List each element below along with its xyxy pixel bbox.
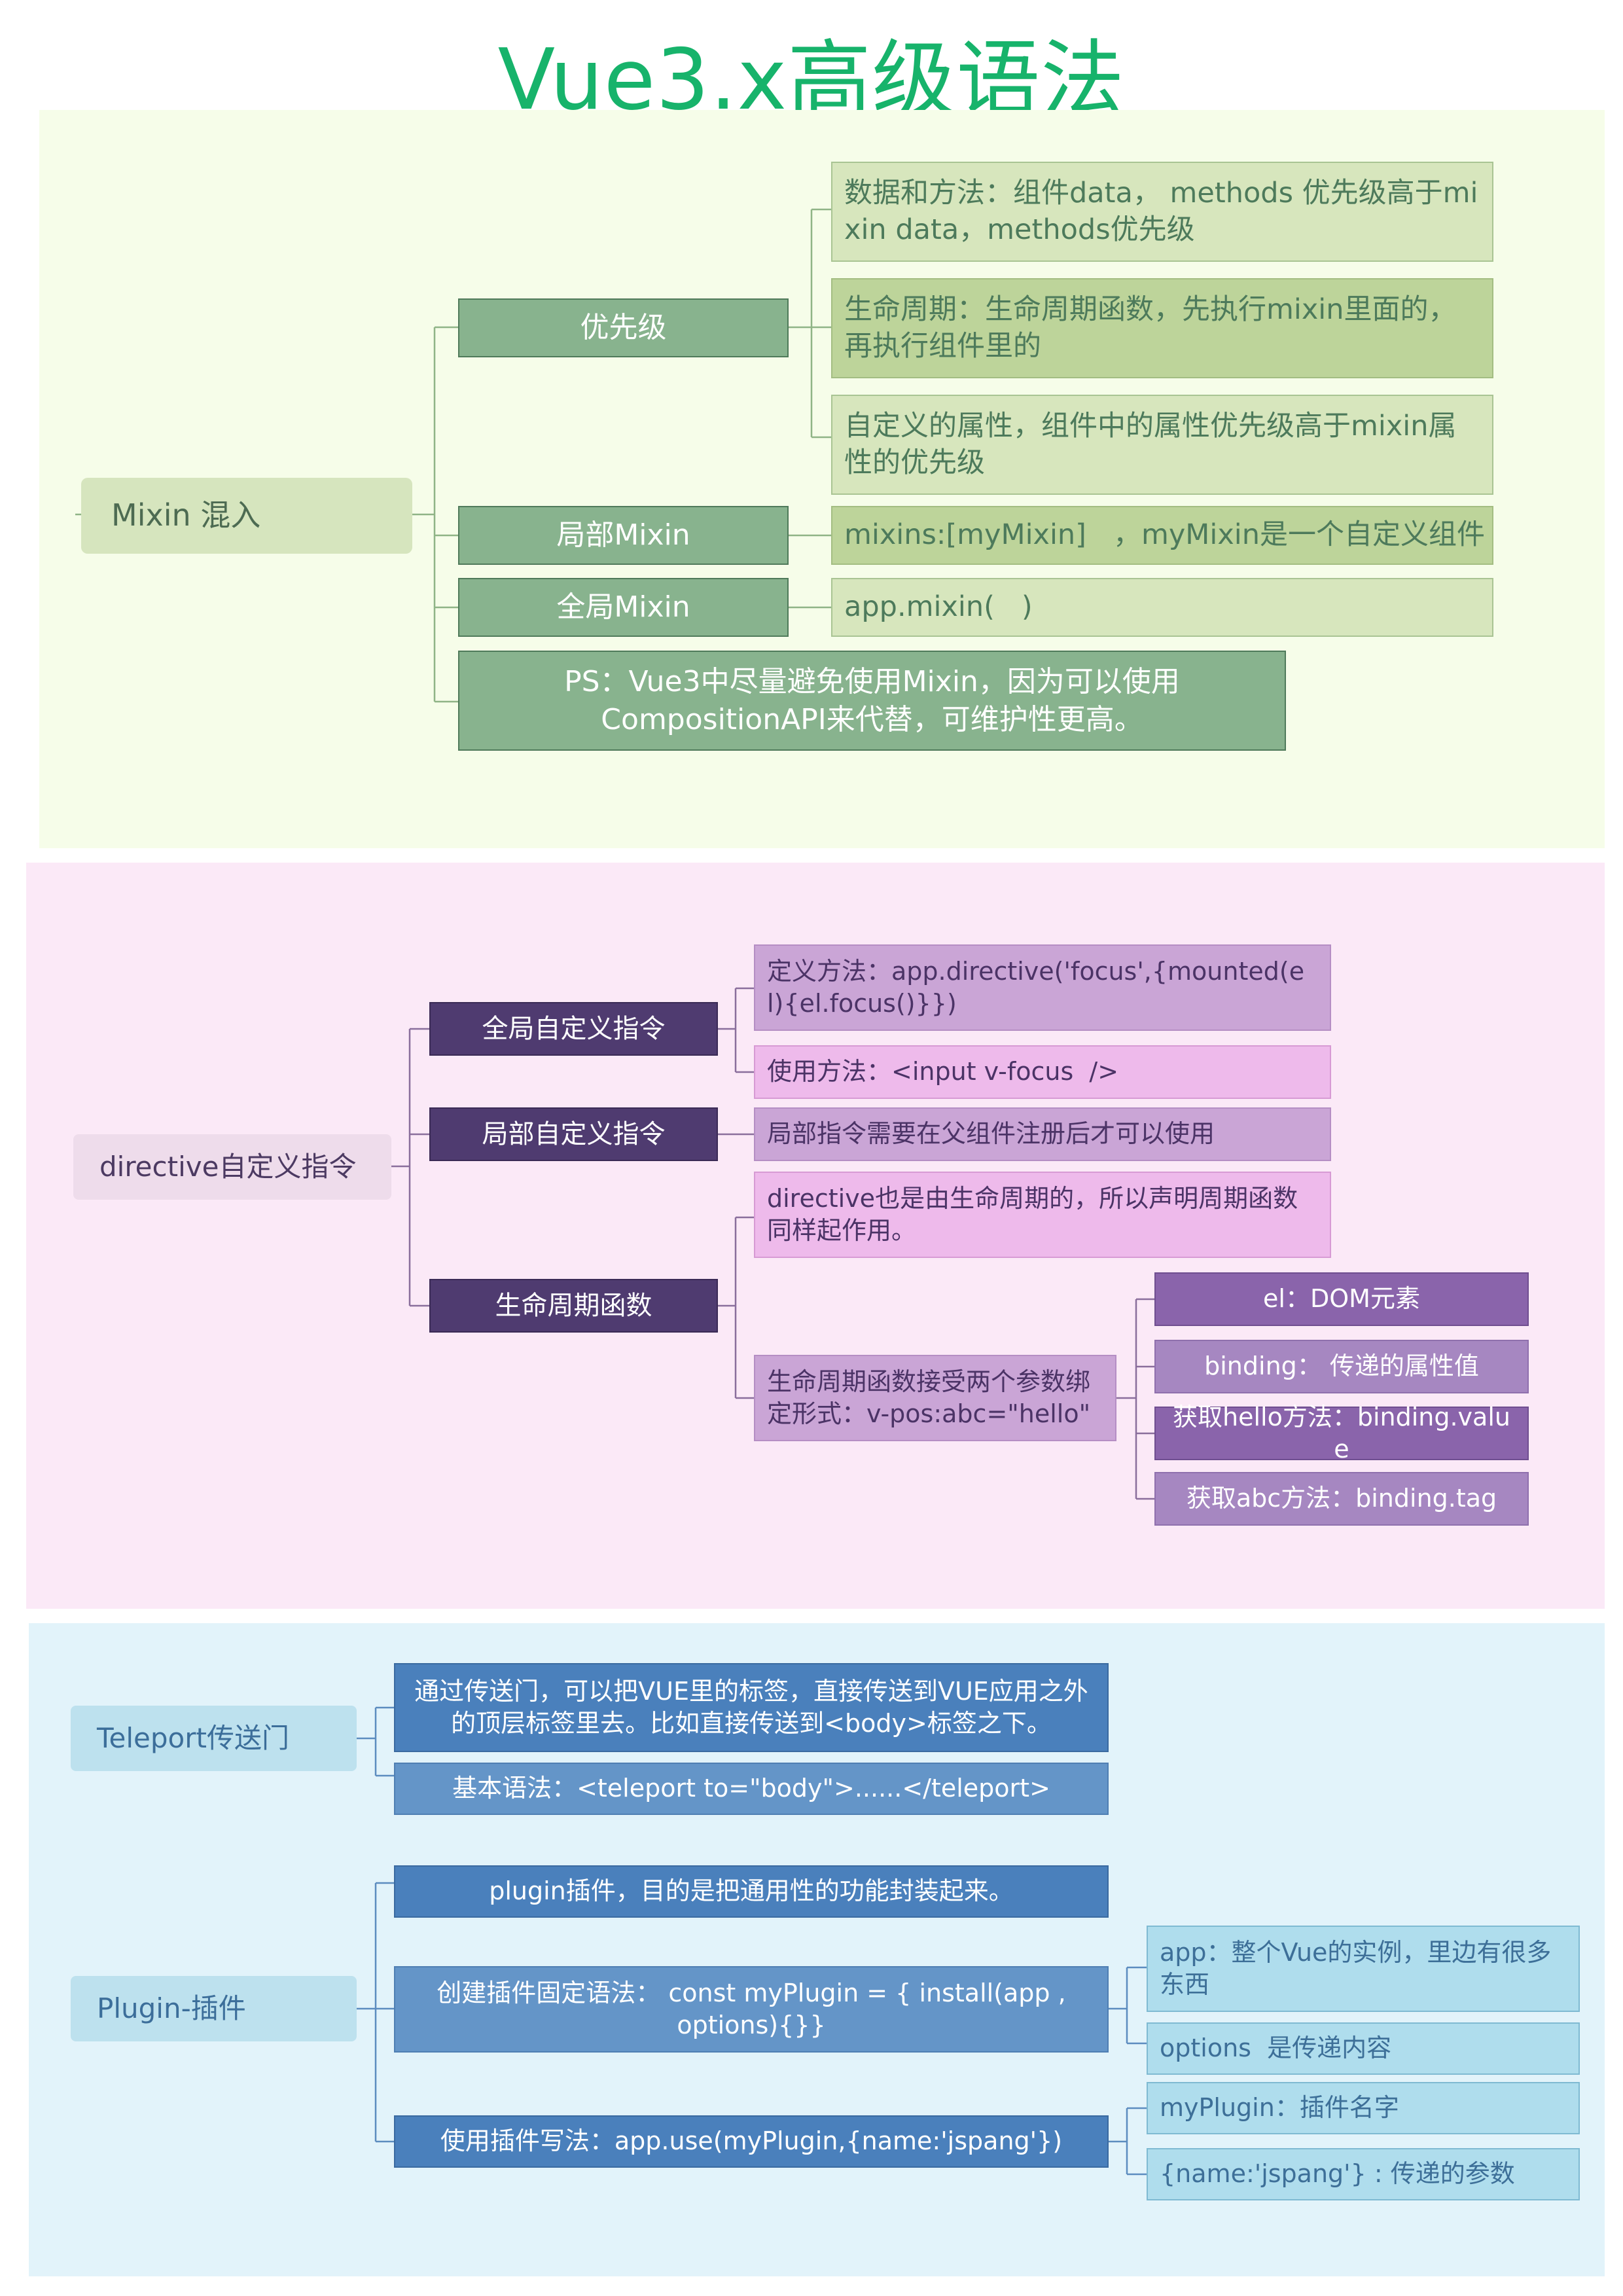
- directive-use-text: 使用方法：<input v-focus />: [767, 1057, 1119, 1086]
- directive-local-desc-node: 局部指令需要在父组件注册后才可以使用: [754, 1107, 1331, 1161]
- mixin-global-label: 全局Mixin: [556, 590, 690, 624]
- mixin-local-desc-text: mixins:[myMixin] ，myMixin是一个自定义组件: [844, 518, 1485, 552]
- mixin-global-desc-text: app.mixin( ): [844, 590, 1033, 624]
- mixin-priority-label: 优先级: [580, 311, 667, 345]
- teleport-syntax-node: 基本语法：<teleport to="body">......</telepor…: [394, 1763, 1109, 1815]
- plugin-options-text: options 是传递内容: [1160, 2034, 1392, 2063]
- plugin-name-node: myPlugin：插件名字: [1147, 2082, 1580, 2134]
- plugin-params-node: {name:'jspang'} : 传递的参数: [1147, 2148, 1580, 2200]
- directive-param-binding-node: binding： 传递的属性值: [1154, 1340, 1529, 1393]
- teleport-syntax-text: 基本语法：<teleport to="body">......</telepor…: [452, 1774, 1050, 1803]
- directive-lifecycle-node: 生命周期函数: [429, 1279, 718, 1333]
- mixin-global-node: 全局Mixin: [458, 578, 789, 637]
- directive-param-el-text: el：DOM元素: [1263, 1284, 1420, 1314]
- plugin-purpose-text: plugin插件，目的是把通用性的功能封装起来。: [489, 1876, 1014, 1906]
- mixin-global-desc-node: app.mixin( ): [831, 578, 1493, 637]
- directive-lifecycle-note-node: directive也是由生命周期的，所以声明周期函数同样起作用。: [754, 1172, 1331, 1258]
- plugin-app-text: app：整个Vue的实例，里边有很多东西: [1160, 1937, 1552, 1999]
- plugin-usage-text: 使用插件写法：app.use(myPlugin,{name:'jspang'}): [440, 2126, 1063, 2156]
- directive-param-tag-node: 获取abc方法：binding.tag: [1154, 1472, 1529, 1526]
- directive-global-label: 全局自定义指令: [482, 1014, 666, 1044]
- mixin-priority-node: 优先级: [458, 298, 789, 357]
- mixin-priority-attr-text: 自定义的属性，组件中的属性优先级高于mixin属性的优先级: [844, 409, 1457, 479]
- directive-local-desc-text: 局部指令需要在父组件注册后才可以使用: [767, 1119, 1215, 1149]
- plugin-params-text: {name:'jspang'} : 传递的参数: [1160, 2159, 1515, 2189]
- directive-lifecycle-label: 生命周期函数: [495, 1291, 652, 1321]
- plugin-syntax-node: 创建插件固定语法： const myPlugin = { install(app…: [394, 1966, 1109, 2053]
- directive-root-label: directive自定义指令: [99, 1150, 357, 1183]
- plugin-root-label: Plugin-插件: [97, 1992, 246, 2024]
- directive-lifecycle-note-text: directive也是由生命周期的，所以声明周期函数同样起作用。: [767, 1183, 1298, 1245]
- directive-root-node: directive自定义指令: [73, 1134, 391, 1200]
- teleport-root-node: Teleport传送门: [71, 1706, 357, 1771]
- directive-param-value-node: 获取hello方法：binding.value: [1154, 1403, 1529, 1463]
- mixin-ps-node: PS：Vue3中尽量避免使用Mixin，因为可以使用CompositionAPI…: [458, 651, 1286, 751]
- mixin-priority-lifecycle-node: 生命周期：生命周期函数，先执行mixin里面的，再执行组件里的: [831, 278, 1493, 378]
- mixin-root-node: Mixin 混入: [81, 478, 412, 554]
- directive-define-text: 定义方法：app.directive('focus',{mounted(el){…: [767, 956, 1305, 1018]
- mixin-ps-text: PS：Vue3中尽量避免使用Mixin，因为可以使用CompositionAPI…: [564, 665, 1180, 736]
- plugin-syntax-text: 创建插件固定语法： const myPlugin = { install(app…: [437, 1978, 1066, 2039]
- mixin-local-label: 局部Mixin: [556, 518, 690, 552]
- directive-param-binding-text: binding： 传递的属性值: [1204, 1352, 1479, 1381]
- mixin-priority-attr-node: 自定义的属性，组件中的属性优先级高于mixin属性的优先级: [831, 395, 1493, 495]
- plugin-usage-node: 使用插件写法：app.use(myPlugin,{name:'jspang'}): [394, 2115, 1109, 2168]
- mixin-root-label: Mixin 混入: [111, 497, 261, 533]
- plugin-app-node: app：整个Vue的实例，里边有很多东西: [1147, 1926, 1580, 2012]
- directive-param-value-text: 获取hello方法：binding.value: [1173, 1402, 1510, 1463]
- teleport-desc-text: 通过传送门，可以把VUE里的标签，直接传送到VUE应用之外的顶层标签里去。比如直…: [414, 1676, 1088, 1738]
- mixin-local-node: 局部Mixin: [458, 506, 789, 565]
- mixin-priority-data-node: 数据和方法：组件data， methods 优先级高于mixin data，me…: [831, 162, 1493, 262]
- directive-use-node: 使用方法：<input v-focus />: [754, 1045, 1331, 1099]
- directive-param-tag-text: 获取abc方法：binding.tag: [1186, 1484, 1497, 1513]
- mixin-local-desc-node: mixins:[myMixin] ，myMixin是一个自定义组件: [831, 506, 1493, 565]
- teleport-root-label: Teleport传送门: [97, 1721, 289, 1754]
- directive-global-node: 全局自定义指令: [429, 1002, 718, 1056]
- mixin-priority-data-text: 数据和方法：组件data， methods 优先级高于mixin data，me…: [844, 176, 1478, 246]
- directive-param-el-node: el：DOM元素: [1154, 1272, 1529, 1326]
- teleport-desc-node: 通过传送门，可以把VUE里的标签，直接传送到VUE应用之外的顶层标签里去。比如直…: [394, 1663, 1109, 1752]
- plugin-root-node: Plugin-插件: [71, 1976, 357, 2041]
- directive-lifecycle-params-text: 生命周期函数接受两个参数绑定形式：v-pos:abc="hello": [767, 1367, 1091, 1428]
- plugin-purpose-node: plugin插件，目的是把通用性的功能封装起来。: [394, 1865, 1109, 1918]
- plugin-name-text: myPlugin：插件名字: [1160, 2093, 1399, 2123]
- directive-define-node: 定义方法：app.directive('focus',{mounted(el){…: [754, 944, 1331, 1031]
- plugin-options-node: options 是传递内容: [1147, 2022, 1580, 2075]
- directive-lifecycle-params-node: 生命周期函数接受两个参数绑定形式：v-pos:abc="hello": [754, 1355, 1116, 1441]
- directive-local-node: 局部自定义指令: [429, 1107, 718, 1161]
- directive-local-label: 局部自定义指令: [482, 1119, 666, 1149]
- mixin-priority-lifecycle-text: 生命周期：生命周期函数，先执行mixin里面的，再执行组件里的: [844, 293, 1457, 363]
